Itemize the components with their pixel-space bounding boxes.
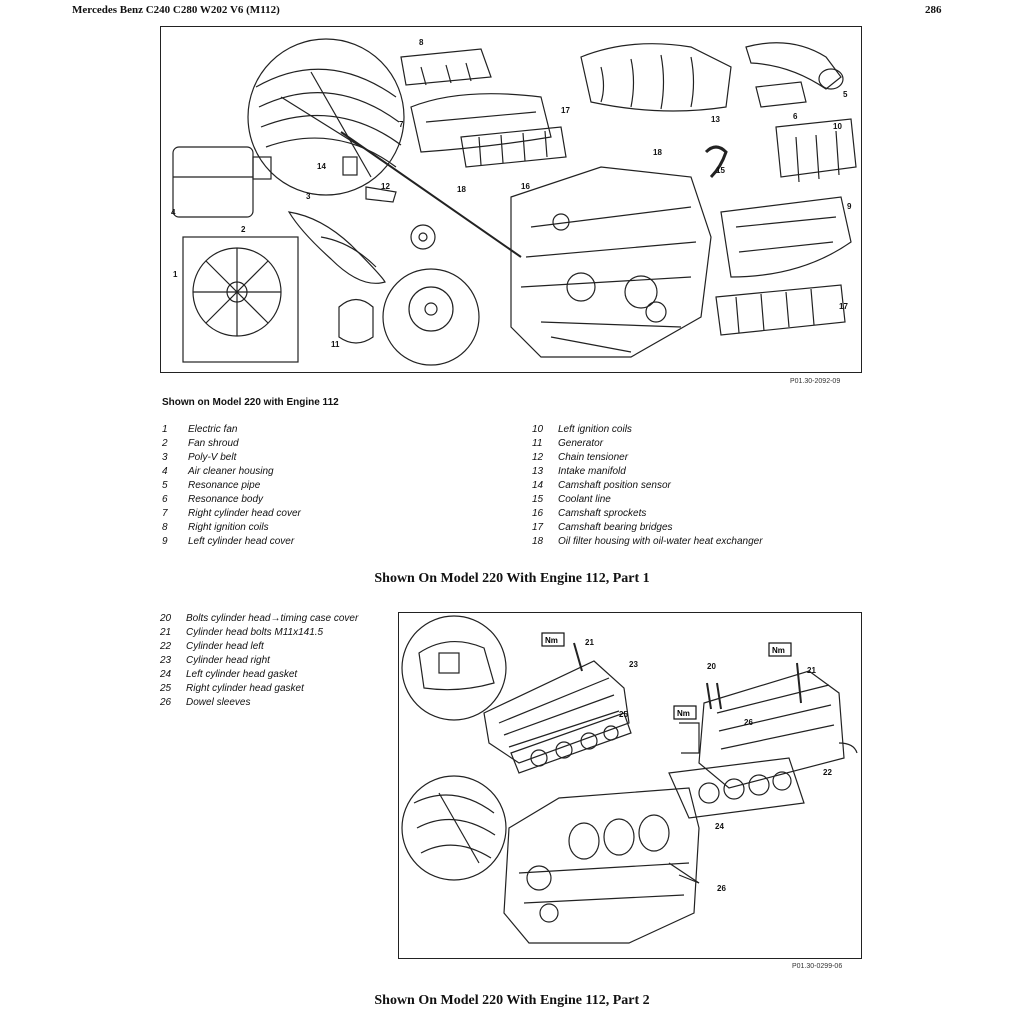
torque-badge: Nm (677, 709, 690, 718)
svg-text:16: 16 (521, 182, 530, 191)
svg-text:24: 24 (715, 822, 724, 831)
document-title: Mercedes Benz C240 C280 W202 V6 (M112) (72, 4, 280, 16)
svg-text:7: 7 (399, 120, 404, 129)
svg-text:9: 9 (847, 202, 852, 211)
engine-exploded-drawing-part1: 1 2 3 4 5 6 7 8 9 10 11 12 13 14 15 16 1… (171, 38, 857, 366)
pulley-zoom-circle (382, 268, 480, 366)
svg-text:12: 12 (381, 182, 390, 191)
svg-text:17: 17 (839, 302, 848, 311)
svg-text:10: 10 (833, 122, 842, 131)
svg-text:17: 17 (561, 106, 570, 115)
svg-text:21: 21 (807, 666, 816, 675)
svg-text:15: 15 (716, 166, 725, 175)
figure-1-caption: Shown On Model 220 With Engine 112, Part… (374, 571, 650, 586)
svg-text:14: 14 (317, 162, 326, 171)
figure-1-exploded-view: 1 2 3 4 5 6 7 8 9 10 11 12 13 14 15 16 1… (160, 26, 862, 373)
figure-1-reference-code: P01.30-2092-09 (790, 378, 841, 385)
svg-text:8: 8 (419, 38, 424, 47)
torque-badge: Nm (772, 646, 785, 655)
callout-label: 20 (707, 662, 716, 671)
detail-zoom-circle (401, 615, 507, 721)
svg-text:11: 11 (331, 340, 340, 349)
callout-label: 1 (173, 270, 178, 279)
svg-text:4: 4 (171, 208, 176, 217)
page-number: 286 (925, 4, 942, 16)
svg-text:23: 23 (629, 660, 638, 669)
figure-2-exploded-view: Nm Nm Nm 20 21 21 22 23 24 25 26 26 (398, 612, 862, 959)
svg-text:13: 13 (711, 115, 720, 124)
svg-text:18: 18 (457, 185, 466, 194)
svg-text:22: 22 (823, 768, 832, 777)
svg-text:25: 25 (619, 710, 628, 719)
detail-zoom-circle (247, 38, 405, 196)
svg-text:18: 18 (653, 148, 662, 157)
svg-text:21: 21 (585, 638, 594, 647)
svg-text:6: 6 (793, 112, 798, 121)
torque-badge: Nm (545, 636, 558, 645)
svg-text:3: 3 (306, 192, 311, 201)
svg-text:26: 26 (744, 718, 753, 727)
figure-2-caption: Shown On Model 220 With Engine 112, Part… (374, 993, 650, 1008)
svg-text:2: 2 (241, 225, 246, 234)
svg-text:5: 5 (843, 90, 848, 99)
figure-1-shown-on: Shown on Model 220 with Engine 112 (162, 397, 339, 408)
svg-text:26: 26 (717, 884, 726, 893)
lower-zoom-circle (401, 775, 507, 881)
engine-exploded-drawing-part2: Nm Nm Nm 20 21 21 22 23 24 25 26 26 (401, 615, 858, 944)
figure-2-reference-code: P01.30-0299-06 (792, 963, 843, 970)
